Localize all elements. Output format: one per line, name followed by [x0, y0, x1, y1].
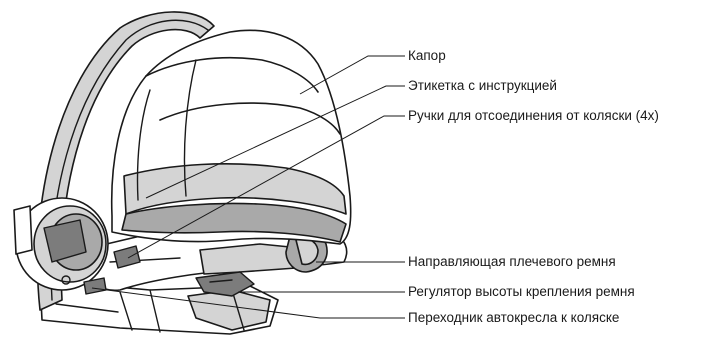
- label-instruction-label: Этикетка с инструкцией: [408, 78, 557, 93]
- label-belt-height-adjuster: Регулятор высоты крепления ремня: [408, 284, 635, 299]
- label-stroller-adapter: Переходник автокресла к коляске: [408, 310, 619, 325]
- label-canopy: Капор: [408, 48, 446, 63]
- canopy-part: [112, 30, 351, 244]
- label-stroller-release-handles: Ручки для отсоединения от коляски (4x): [408, 108, 659, 123]
- label-shoulder-belt-guide: Направляющая плечевого ремня: [408, 254, 616, 269]
- handle-hub: [14, 198, 108, 290]
- labels: Капор Этикетка с инструкцией Ручки для о…: [408, 48, 659, 325]
